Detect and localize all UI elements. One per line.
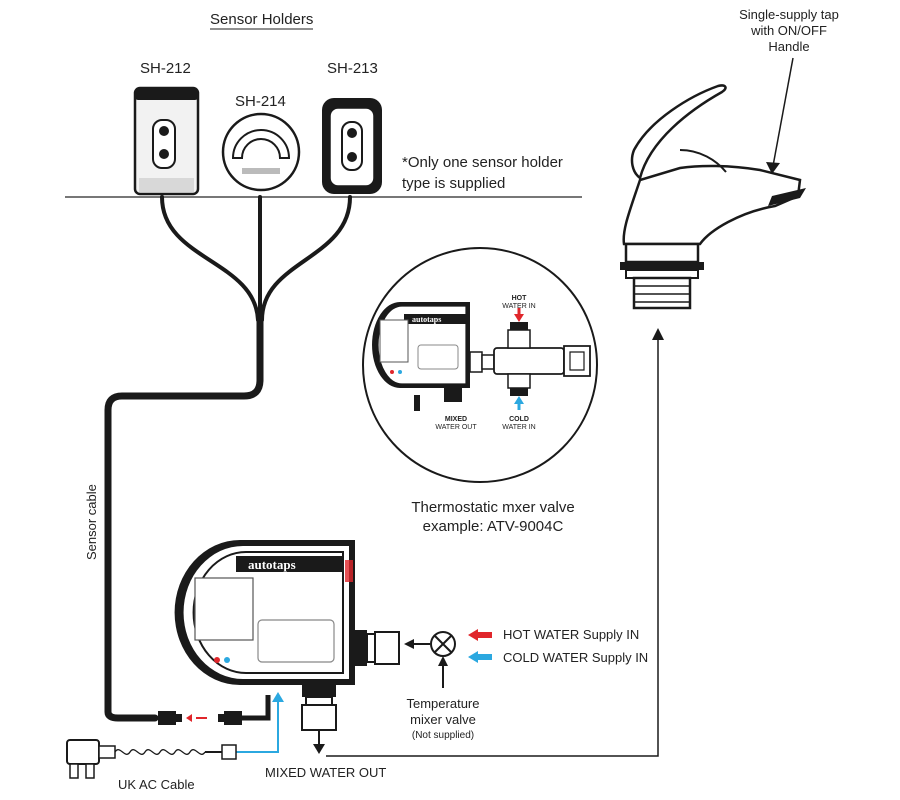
cold-supply-arrow <box>468 651 492 663</box>
valve-caption-2: example: ATV-9004C <box>423 518 564 535</box>
tap-label-2: with ON/OFF <box>750 23 827 38</box>
tap-pointer <box>772 57 794 167</box>
control-box-brand: autotaps <box>248 557 296 572</box>
inset-brand: autotaps <box>412 315 441 324</box>
mixer-valve-label-1: Temperature <box>407 696 480 711</box>
uk-ac-cable-label: UK AC Cable <box>118 777 195 792</box>
sh-213-holder <box>322 98 382 194</box>
temperature-mixer-valve <box>404 631 456 688</box>
tap-pointer-head <box>766 162 780 174</box>
sh-214-holder <box>221 112 301 192</box>
sh-212-label: SH-212 <box>140 60 191 77</box>
control-box: autotaps <box>174 540 400 754</box>
tap-label-3: Handle <box>768 39 809 54</box>
sh-212-holder <box>133 86 200 196</box>
sensor-note-line1: *Only one sensor holder <box>402 154 563 171</box>
sh-214-label: SH-214 <box>235 93 286 110</box>
mixer-valve-label-2: mixer valve <box>410 712 476 727</box>
inset-mixed-label-2: WATER OUT <box>435 424 477 431</box>
mixed-water-out-label: MIXED WATER OUT <box>265 765 386 780</box>
inset-cold-label-2: WATER IN <box>502 424 535 431</box>
mixer-valve-label-3: (Not supplied) <box>412 730 474 741</box>
single-supply-tap <box>620 84 806 310</box>
hot-supply-label: HOT WATER Supply IN <box>503 627 639 642</box>
uk-ac-cable <box>66 739 237 779</box>
cold-feed-arrow <box>272 692 284 702</box>
inset-hot-label-2: WATER IN <box>502 303 535 310</box>
sensor-connector <box>158 695 271 725</box>
mixed-water-line <box>326 338 659 757</box>
sensor-holders-title: Sensor Holders <box>210 11 313 28</box>
sh-213-label: SH-213 <box>327 60 378 77</box>
sensor-cable-bundle <box>104 195 352 722</box>
tap-label-1: Single-supply tap <box>739 7 839 22</box>
inset-hot-label-1: HOT <box>512 295 528 302</box>
hot-supply-arrow <box>468 629 492 641</box>
inset-cold-label-1: COLD <box>509 416 529 423</box>
valve-caption-1: Thermostatic mxer valve <box>411 499 574 516</box>
sensor-cable-label: Sensor cable <box>84 484 99 560</box>
cold-feed-line <box>236 700 279 753</box>
valve-example-inset: autotaps <box>362 247 598 483</box>
cold-supply-label: COLD WATER Supply IN <box>503 650 648 665</box>
mixed-water-arrow <box>652 328 664 340</box>
inset-mixed-label-1: MIXED <box>445 416 467 423</box>
sensor-note-line2: type is supplied <box>402 175 505 192</box>
